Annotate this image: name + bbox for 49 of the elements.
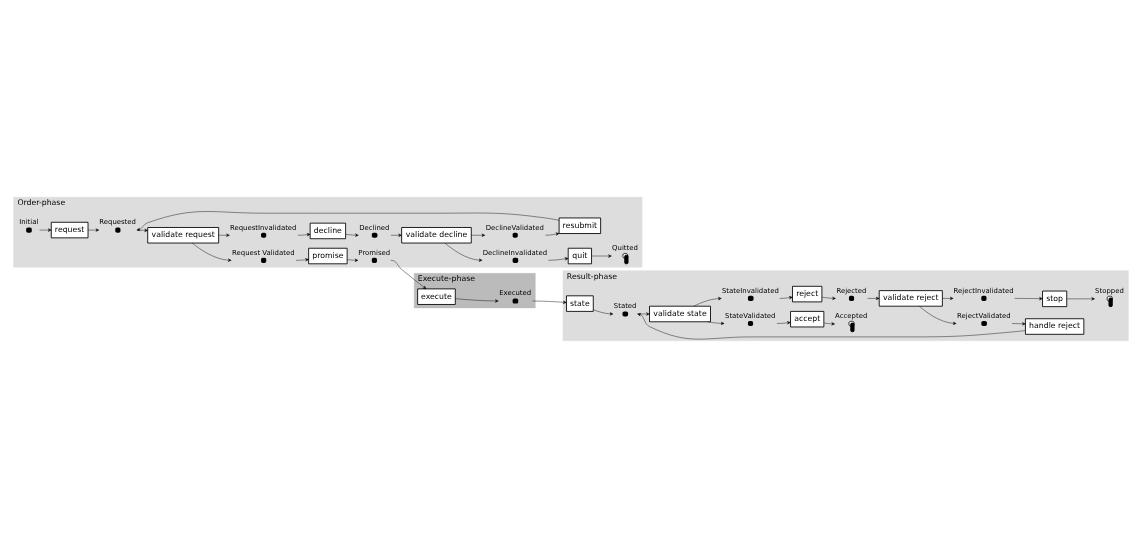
node-circle: [981, 295, 987, 301]
arrow: [1011, 322, 1026, 326]
arrow: [823, 322, 835, 326]
arrow: [87, 228, 100, 232]
arrow: [218, 233, 230, 237]
node-circle: [261, 232, 267, 238]
arrow: [390, 233, 402, 237]
arrow: [532, 300, 567, 304]
arrow: [779, 296, 793, 300]
arrow: [347, 258, 359, 262]
arrow: [707, 321, 725, 325]
node-circle: [261, 257, 267, 263]
node-circle: [371, 232, 378, 238]
node-circle: [26, 227, 32, 233]
arrow: [637, 312, 650, 316]
arrow: [1014, 297, 1043, 301]
arrow: [345, 233, 359, 237]
arrow: [942, 296, 954, 300]
arrow: [776, 321, 791, 325]
node-circle: [512, 232, 518, 238]
arrow: [390, 260, 427, 290]
arrow: [192, 242, 232, 262]
arrow: [1066, 297, 1095, 301]
arrow: [136, 228, 148, 232]
arrow: [136, 211, 560, 231]
arrow: [545, 232, 560, 236]
arrow: [295, 258, 309, 262]
arrow: [297, 233, 311, 237]
arrow: [637, 313, 1026, 340]
node-circle: [981, 320, 987, 327]
node-circle: [747, 295, 754, 301]
node-circle: [622, 311, 629, 317]
node-circle: [512, 298, 519, 304]
arrow: [591, 254, 612, 258]
arrow: [593, 309, 614, 316]
node-circle: [115, 227, 121, 233]
arrow: [39, 228, 52, 232]
arrow: [693, 296, 722, 307]
node-circle: [512, 257, 519, 263]
node-circle: [371, 257, 377, 263]
arrow: [821, 296, 836, 300]
arrow: [919, 306, 957, 325]
arrow: [548, 257, 569, 261]
arrow: [867, 296, 880, 300]
arrow: [471, 233, 486, 237]
arrow: [455, 298, 499, 303]
node-circle: [747, 320, 754, 327]
node-circle: [848, 295, 855, 301]
arrow: [444, 242, 483, 262]
